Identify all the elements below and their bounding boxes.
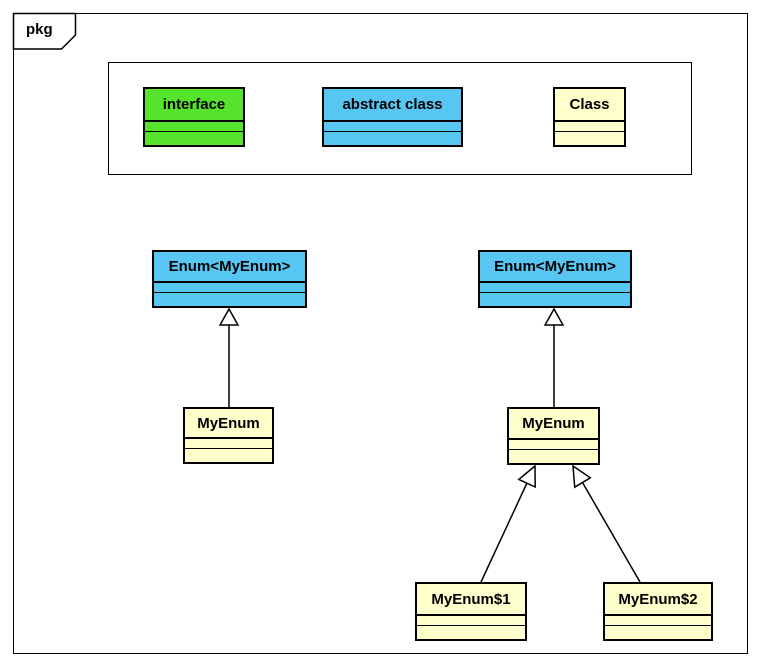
fields-compartment: [417, 616, 525, 625]
compartment-divider: [509, 448, 598, 450]
legend-class-label: Class: [569, 96, 610, 113]
fields-compartment: [480, 283, 630, 292]
compartment-divider: [417, 614, 525, 616]
legend-box: [108, 62, 692, 175]
compartment-divider: [154, 281, 305, 283]
legend-interface-box: interface: [143, 87, 245, 147]
compartment-divider: [145, 130, 243, 132]
fields-compartment: [509, 440, 598, 449]
compartment-divider: [145, 120, 243, 122]
package-tab: [12, 12, 77, 50]
package-tab-outline: [12, 12, 77, 50]
fields-compartment: [324, 122, 461, 131]
legend-interface-label: interface: [162, 96, 226, 113]
class-name: Enum<MyEnum>: [168, 258, 291, 275]
compartment-divider: [509, 438, 598, 440]
compartment-divider: [185, 437, 272, 439]
diagram-frame: [13, 13, 748, 654]
legend-abstract-class-box: abstract class: [322, 87, 463, 147]
compartment-divider: [480, 281, 630, 283]
class-name: MyEnum: [522, 415, 585, 432]
methods-compartment: [154, 293, 305, 306]
class-name: MyEnum$2: [618, 590, 698, 608]
class-box-myenum1[interactable]: MyEnum$1: [415, 582, 527, 641]
class-box-myenum-right[interactable]: MyEnum: [507, 407, 600, 465]
class-name: Enum<MyEnum>: [494, 258, 616, 275]
fields-compartment: [145, 122, 243, 131]
methods-compartment: [417, 626, 525, 639]
fields-compartment: [154, 283, 305, 292]
compartment-divider: [555, 120, 624, 122]
class-box-enum-right[interactable]: Enum<MyEnum>: [478, 250, 632, 308]
compartment-divider: [605, 624, 711, 626]
legend-abstract-class-label: abstract class: [342, 96, 443, 113]
fields-compartment: [185, 439, 272, 448]
compartment-divider: [324, 120, 461, 122]
compartment-divider: [324, 130, 461, 132]
methods-compartment: [509, 450, 598, 463]
fields-compartment: [605, 616, 711, 625]
class-name: MyEnum: [197, 414, 260, 432]
compartment-divider: [417, 624, 525, 626]
methods-compartment: [185, 449, 272, 462]
compartment-divider: [480, 291, 630, 293]
compartment-divider: [154, 291, 305, 293]
methods-compartment: [605, 626, 711, 639]
methods-compartment: [324, 132, 461, 145]
methods-compartment: [555, 132, 624, 145]
compartment-divider: [555, 130, 624, 132]
class-name: MyEnum$1: [431, 590, 511, 608]
legend-class-box: Class: [553, 87, 626, 147]
fields-compartment: [555, 122, 624, 131]
methods-compartment: [480, 293, 630, 306]
compartment-divider: [185, 447, 272, 449]
package-tab-label: pkg: [26, 21, 53, 38]
class-box-myenum2[interactable]: MyEnum$2: [603, 582, 713, 641]
class-box-enum-left[interactable]: Enum<MyEnum>: [152, 250, 307, 308]
methods-compartment: [145, 132, 243, 145]
class-box-myenum-left[interactable]: MyEnum: [183, 407, 274, 464]
compartment-divider: [605, 614, 711, 616]
